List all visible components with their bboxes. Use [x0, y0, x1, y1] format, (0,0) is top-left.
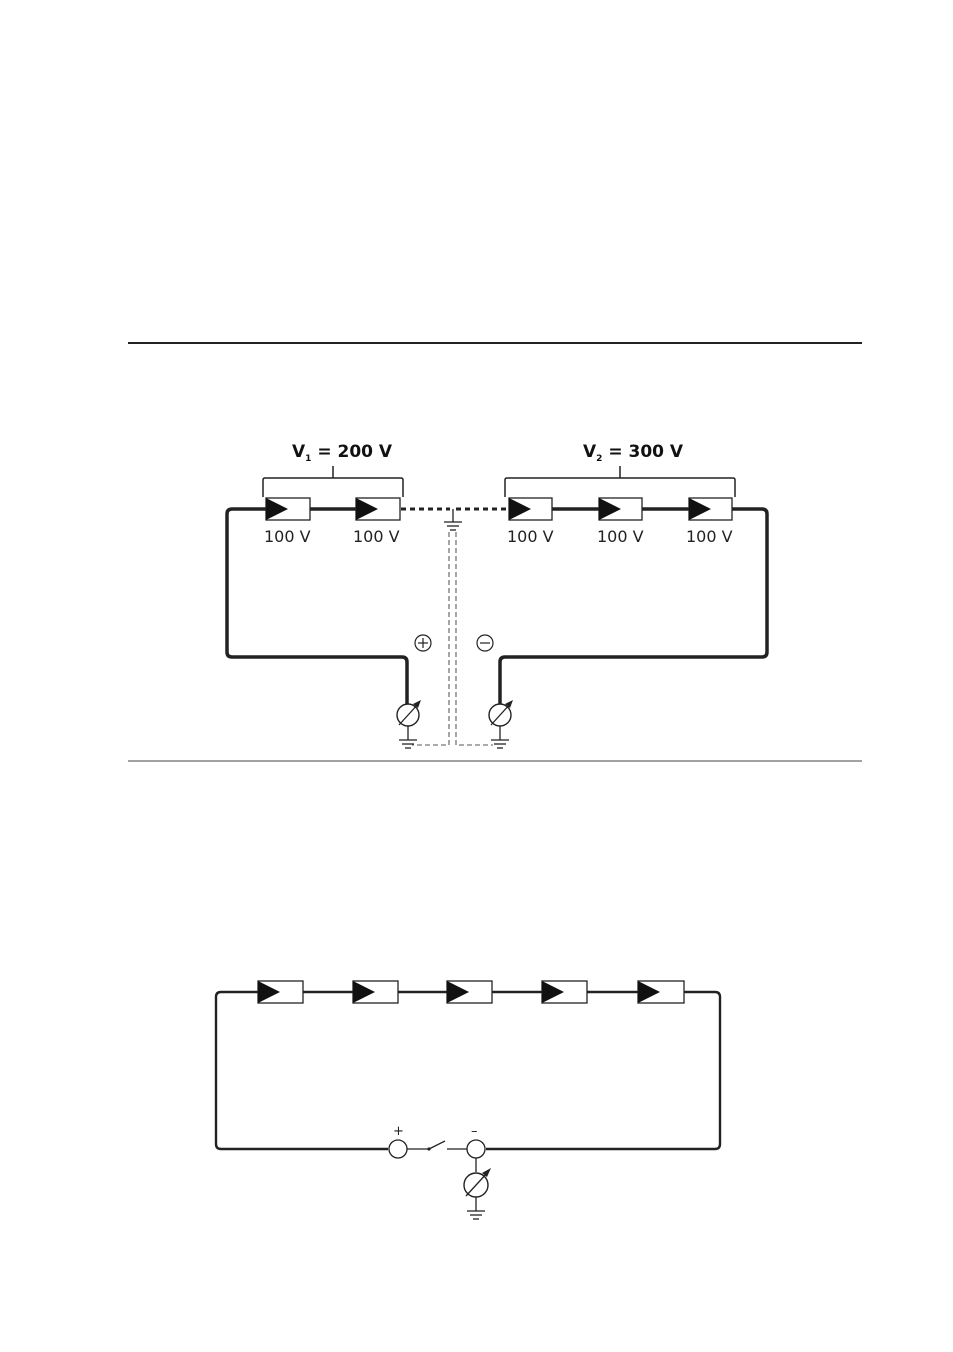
string-wire [214, 990, 388, 1151]
left-ground-icon [399, 739, 417, 749]
module-voltage-label: 100 V [353, 527, 400, 546]
diagram-2: + – [214, 980, 722, 1220]
ground-icon [467, 1210, 485, 1220]
right-ground-icon [491, 739, 509, 749]
module-2-4 [541, 980, 588, 1004]
group-right-bracket [504, 466, 736, 497]
module-1-4 [598, 497, 643, 521]
plus-terminal-icon [388, 1139, 408, 1159]
group-left-bracket [262, 466, 404, 497]
minus-terminal-label: – [471, 1124, 478, 1139]
module-voltage-label: 100 V [597, 527, 644, 546]
diagram-1: V1 = 200 V V2 = 300 V [225, 442, 769, 749]
plus-symbol-icon [414, 634, 432, 652]
ground-dashed-line [412, 532, 450, 746]
string-wire [486, 990, 722, 1151]
module-1-5 [688, 497, 733, 521]
minus-terminal-icon [466, 1139, 486, 1159]
module-1-2 [355, 497, 401, 521]
left-string-wire [225, 507, 409, 705]
module-voltage-label: 100 V [264, 527, 311, 546]
center-ground-icon [444, 509, 462, 531]
module-2-1 [257, 980, 304, 1004]
switch-icon [407, 1140, 467, 1151]
module-2-3 [446, 980, 493, 1004]
module-voltage-label: 100 V [686, 527, 733, 546]
meter-icon [463, 1168, 491, 1211]
left-meter-icon [396, 700, 421, 740]
group-left-label: V1 = 200 V [292, 442, 393, 464]
group-right-label: V2 = 300 V [583, 442, 684, 464]
right-string-wire [498, 507, 769, 705]
minus-symbol-icon [476, 634, 494, 652]
module-2-5 [637, 980, 685, 1004]
module-2-2 [352, 980, 399, 1004]
ground-dashed-line [455, 532, 493, 746]
module-1-3 [508, 497, 553, 521]
right-meter-icon [488, 700, 513, 740]
plus-terminal-label: + [393, 1124, 404, 1139]
module-voltage-label: 100 V [507, 527, 554, 546]
module-1-1 [265, 497, 311, 521]
